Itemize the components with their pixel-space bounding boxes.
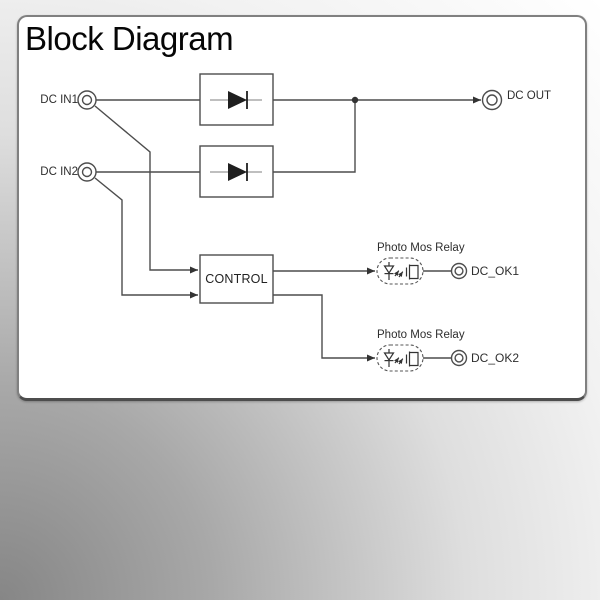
wire-diode2-to-junction [273, 100, 356, 173]
diagram-card [17, 15, 587, 401]
junction-dot-icon [351, 96, 359, 104]
photomos-relay-icon [376, 257, 424, 285]
control-block-outline [199, 254, 274, 304]
terminal-icon-dc-ok2 [450, 349, 468, 367]
wire-group [94, 96, 481, 362]
photomos-relay-icon [376, 344, 424, 372]
page-title: Block Diagram [25, 20, 234, 57]
wire-dcin2-to-control [94, 177, 198, 299]
terminal-label-dc-ok1: DC_OK1 [471, 264, 520, 278]
terminal-icon-dc-in1 [77, 90, 97, 110]
relay1-caption: Photo Mos Relay [377, 242, 465, 254]
wire-dcin1-to-control [94, 105, 198, 274]
terminal-label-dc-ok2: DC_OK2 [471, 351, 520, 365]
terminal-label-dc-in2: DC IN2 [40, 166, 78, 178]
terminal-icon-dc-out [481, 89, 503, 111]
terminal-icon-dc-ok1 [450, 262, 468, 280]
relay2-caption: Photo Mos Relay [377, 329, 465, 341]
terminal-label-dc-out: DC OUT [507, 90, 552, 102]
diode-icon [199, 145, 274, 198]
wire-control-to-relay2 [273, 294, 375, 362]
diode-icon [199, 73, 274, 126]
control-block-label: CONTROL [205, 272, 268, 286]
terminal-label-dc-in1: DC IN1 [40, 94, 78, 106]
terminal-icon-dc-in2 [77, 162, 97, 182]
